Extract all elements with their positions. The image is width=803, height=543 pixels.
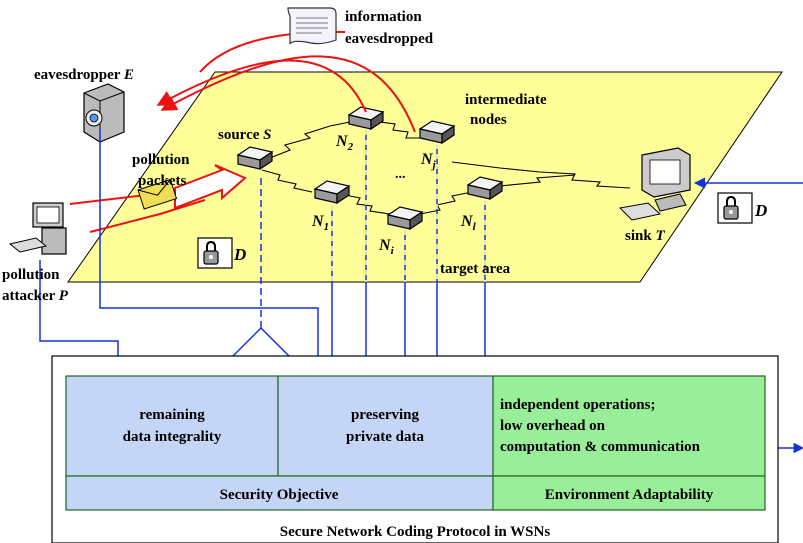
dashed-node-connectors xyxy=(331,130,486,282)
environment-adaptability-label: Environment Adaptability xyxy=(545,487,714,503)
environment-cell xyxy=(492,375,766,477)
protocol-title: Secure Network Coding Protocol in WSNs xyxy=(280,524,551,540)
key-label-sink: D xyxy=(754,201,767,220)
pollution-label-line1: pollution xyxy=(132,152,190,168)
target-area-label: target area xyxy=(440,261,511,277)
key-label-area: D xyxy=(233,245,246,264)
environment-bar xyxy=(492,475,766,511)
pollution-label-line2: packets xyxy=(138,173,186,189)
attacker-label-line2: attacker P xyxy=(2,288,69,304)
integrity-line1: remaining xyxy=(139,407,205,423)
node-label-nl: Nl xyxy=(460,213,477,233)
node-label-n2: N2 xyxy=(335,133,354,153)
env-line3: computation & communication xyxy=(500,439,701,455)
lock-icon xyxy=(197,237,233,269)
network-links xyxy=(261,121,631,215)
pollution-big-arrow xyxy=(174,164,247,210)
target-area xyxy=(67,71,783,283)
node-label-n1: N1 xyxy=(311,213,329,233)
security-objective-bar xyxy=(65,475,494,511)
attacker-label-line1: pollution xyxy=(2,267,60,283)
node-label-nj: Nj xyxy=(420,151,437,171)
info-label-line1: information xyxy=(345,9,422,25)
security-objective-label: Security Objective xyxy=(220,487,339,503)
privacy-line1: preserving xyxy=(351,407,420,423)
intermediate-label-line1: intermediate xyxy=(465,92,547,108)
scroll-icon xyxy=(287,7,337,45)
attacker-computer-icon xyxy=(8,202,67,255)
env-line2: low overhead on xyxy=(500,418,606,434)
sink-computer-icon xyxy=(618,147,691,221)
privacy-line2: private data xyxy=(346,429,424,445)
node-label-ni: Ni xyxy=(378,237,395,257)
eavesdropper-label: eavesdropper E xyxy=(34,67,134,83)
source-label: source S xyxy=(218,127,271,143)
privacy-cell xyxy=(277,375,494,477)
ellipsis-label: ... xyxy=(395,167,406,182)
env-line1: independent operations; xyxy=(500,397,655,413)
integrity-cell xyxy=(65,375,279,477)
info-label-line2: eavesdropped xyxy=(345,31,434,47)
intermediate-label-line2: nodes xyxy=(470,112,507,128)
sink-label: sink T xyxy=(625,228,665,244)
lock-icon xyxy=(717,192,753,224)
integrity-line2: data integrality xyxy=(123,429,222,445)
eavesdropper-icon xyxy=(83,83,125,143)
envelope-icon xyxy=(137,178,178,210)
